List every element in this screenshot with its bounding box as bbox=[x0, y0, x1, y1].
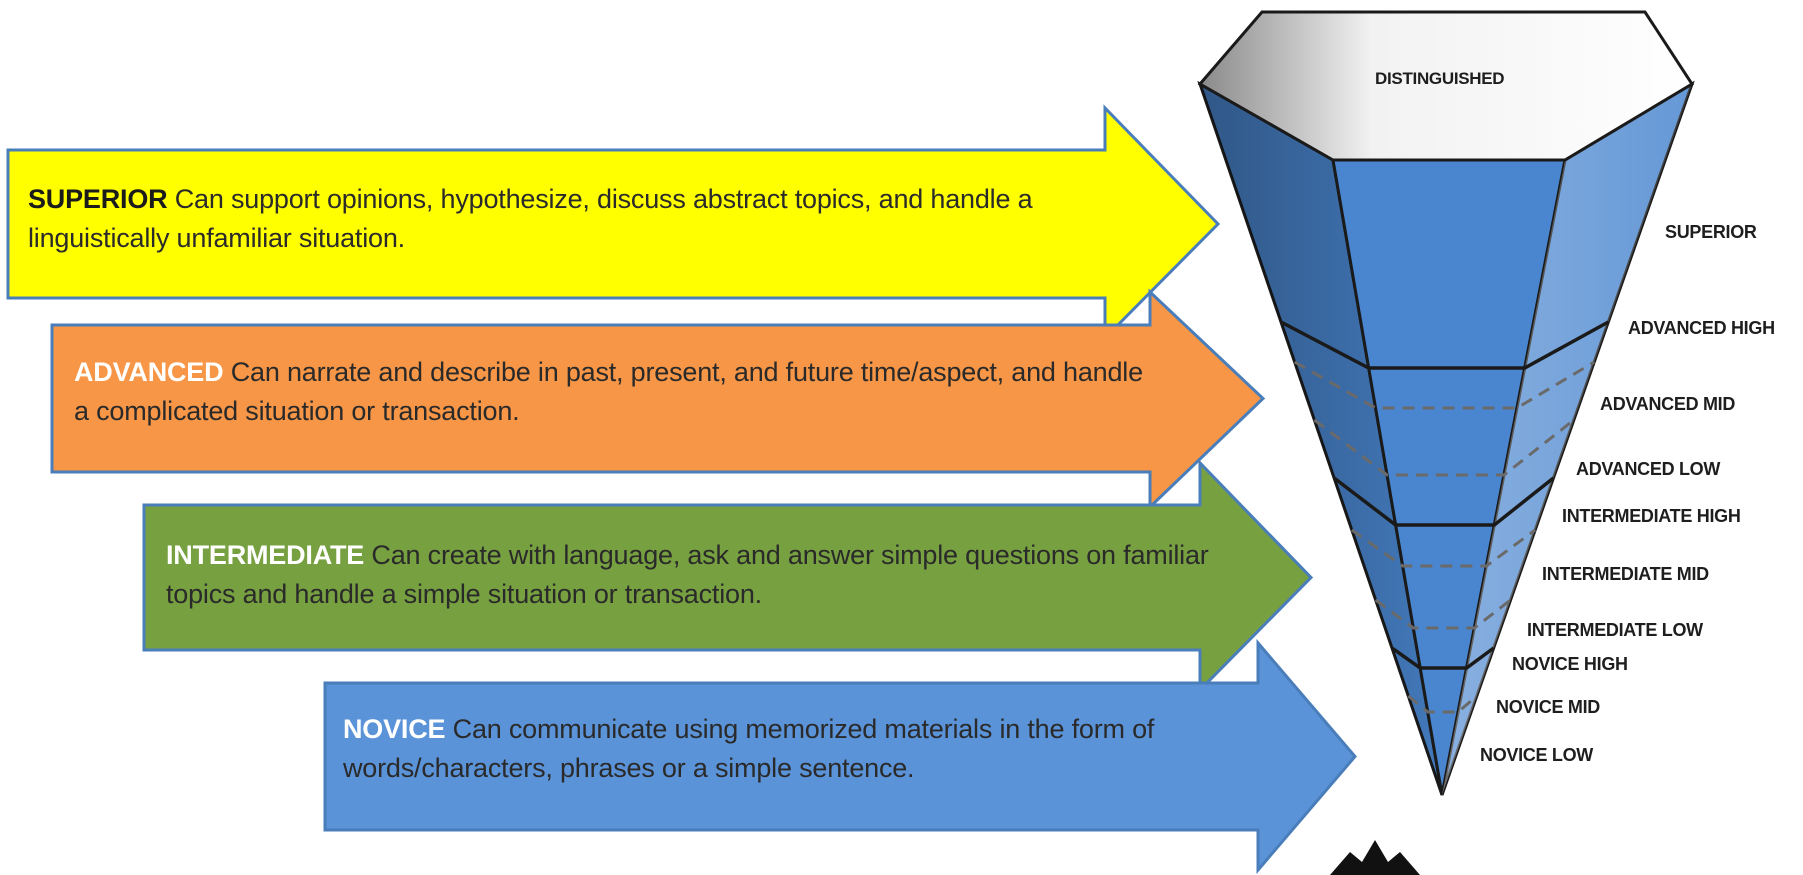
cone-label-advanced-mid: ADVANCED MID bbox=[1600, 394, 1736, 414]
level-name-novice: NOVICE bbox=[343, 714, 446, 744]
arrow-superior bbox=[6, 104, 1221, 342]
level-name-intermediate: INTERMEDIATE bbox=[166, 540, 365, 570]
level-desc-novice: Can communicate using memorized material… bbox=[343, 714, 1155, 783]
cone-ring-advanced-mid bbox=[1293, 360, 1596, 410]
cone-ring-intermediate bbox=[1390, 646, 1495, 670]
cone-label-superior: SUPERIOR bbox=[1665, 222, 1757, 242]
arrow-novice bbox=[323, 638, 1357, 875]
cone-ring-advanced-low bbox=[1313, 418, 1575, 477]
level-desc-superior: Can support opinions, hypothesize, discu… bbox=[28, 184, 1033, 253]
cone-label-intermediate-mid: INTERMEDIATE MID bbox=[1542, 564, 1709, 584]
cone-ring-intermediate-mid bbox=[1350, 528, 1537, 568]
cone-label-novice-low: NOVICE LOW bbox=[1480, 745, 1593, 765]
arrow-text-advanced: ADVANCED Can narrate and describe in pas… bbox=[74, 353, 1154, 431]
cone-label-novice-high: NOVICE HIGH bbox=[1512, 654, 1628, 674]
cone-top-cap bbox=[1197, 10, 1695, 162]
cone-layer bbox=[1197, 10, 1695, 875]
logo-mark bbox=[1330, 840, 1420, 875]
level-name-superior: SUPERIOR bbox=[28, 184, 168, 214]
arrow-intermediate bbox=[142, 459, 1314, 694]
level-desc-advanced: Can narrate and describe in past, presen… bbox=[74, 357, 1143, 426]
cone-label-distinguished: DISTINGUISHED bbox=[1375, 69, 1505, 88]
cone-label-intermediate-low: INTERMEDIATE LOW bbox=[1527, 620, 1703, 640]
cone-ring-intermediate-low bbox=[1374, 598, 1512, 630]
arrow-text-novice: NOVICE Can communicate using memorized m… bbox=[343, 710, 1213, 788]
cone-label-advanced-high: ADVANCED HIGH bbox=[1628, 318, 1775, 338]
cone-ring-superior bbox=[1280, 320, 1610, 370]
arrow-text-intermediate: INTERMEDIATE Can create with language, a… bbox=[166, 536, 1236, 614]
level-desc-intermediate: Can create with language, ask and answer… bbox=[166, 540, 1209, 609]
cone-label-novice-mid: NOVICE MID bbox=[1496, 697, 1601, 717]
cone-right-shade bbox=[1442, 84, 1692, 795]
cone-label-intermediate-high: INTERMEDIATE HIGH bbox=[1562, 506, 1741, 526]
cone-ring-advanced bbox=[1333, 476, 1555, 527]
level-name-advanced: ADVANCED bbox=[74, 357, 224, 387]
cone-left-shade bbox=[1200, 84, 1442, 795]
cone-ring-novice-mid bbox=[1407, 694, 1478, 714]
arrows-layer bbox=[6, 104, 1357, 875]
cone-label-advanced-low: ADVANCED LOW bbox=[1576, 459, 1721, 479]
arrow-text-superior: SUPERIOR Can support opinions, hypothesi… bbox=[28, 180, 1038, 258]
arrow-advanced bbox=[50, 288, 1266, 511]
